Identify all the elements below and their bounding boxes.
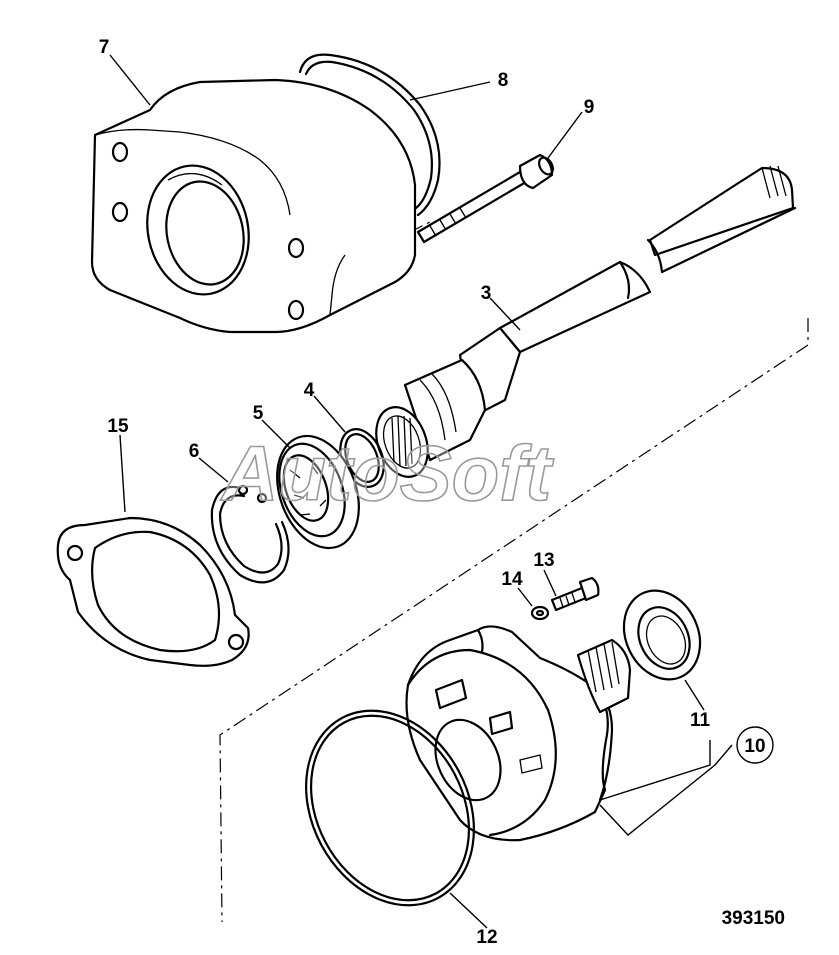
part-13-bolt bbox=[550, 576, 600, 612]
callout-10: 10 bbox=[744, 736, 765, 757]
callout-10-circle bbox=[736, 726, 774, 764]
callout-6: 6 bbox=[189, 441, 200, 462]
part-11-seal bbox=[622, 589, 702, 681]
part-6-circlip bbox=[210, 484, 290, 584]
callout-3: 3 bbox=[481, 283, 492, 304]
leader-lines bbox=[109, 54, 733, 929]
callout-11: 11 bbox=[690, 710, 711, 731]
part-8-o-ring bbox=[298, 53, 441, 217]
callout-9: 9 bbox=[584, 97, 595, 118]
callout-4: 4 bbox=[304, 380, 315, 401]
part-5-bearing bbox=[276, 434, 360, 550]
callout-15: 15 bbox=[107, 416, 129, 437]
part-14-washer bbox=[530, 605, 550, 621]
part-15-gasket bbox=[56, 516, 250, 667]
watermark: AutoSoft bbox=[220, 429, 554, 517]
callout-labels: 7 8 9 3 4 5 6 15 13 14 11 10 12 bbox=[99, 37, 774, 948]
part-3-shaft bbox=[375, 165, 797, 478]
part-9-cap-screw bbox=[416, 153, 554, 244]
callout-8: 8 bbox=[498, 70, 509, 91]
callout-12: 12 bbox=[476, 927, 497, 948]
callout-7: 7 bbox=[99, 37, 110, 58]
drawing-number: 393150 bbox=[722, 908, 785, 929]
part-12-o-ring bbox=[305, 709, 475, 907]
callout-13: 13 bbox=[533, 550, 554, 571]
part-10-motor-assembly bbox=[405, 625, 632, 842]
part-7-housing bbox=[90, 78, 417, 334]
callout-14: 14 bbox=[501, 569, 523, 590]
callout-5: 5 bbox=[253, 403, 264, 424]
